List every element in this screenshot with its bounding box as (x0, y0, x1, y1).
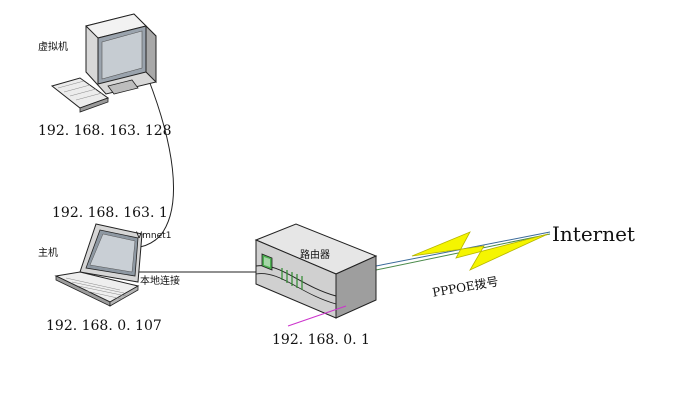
host-local-ip-label: 192. 168. 0. 107 (46, 318, 162, 334)
lightning-bolt-icon (411, 231, 549, 271)
local-connection-label: 本地连接 (140, 274, 180, 287)
pppoe-link (375, 231, 551, 271)
pppoe-label: PPPOE拨号 (431, 274, 499, 299)
vmnet1-label: Vmnet1 (136, 231, 171, 241)
virtual-machine-computer-icon (50, 13, 157, 113)
vm-label: 虚拟机 (38, 40, 68, 53)
router-label: 路由器 (300, 248, 330, 261)
host-laptop-icon (54, 223, 143, 307)
internet-label: Internet (552, 222, 635, 246)
router-icon (254, 223, 378, 327)
vm-ip-label: 192. 168. 163. 128 (38, 123, 172, 139)
host-label: 主机 (38, 246, 58, 259)
router-ip-label: 192. 168. 0. 1 (272, 332, 370, 348)
host-vmnet-ip-label: 192. 168. 163. 1 (52, 205, 168, 221)
vmnet1-link (139, 77, 174, 248)
